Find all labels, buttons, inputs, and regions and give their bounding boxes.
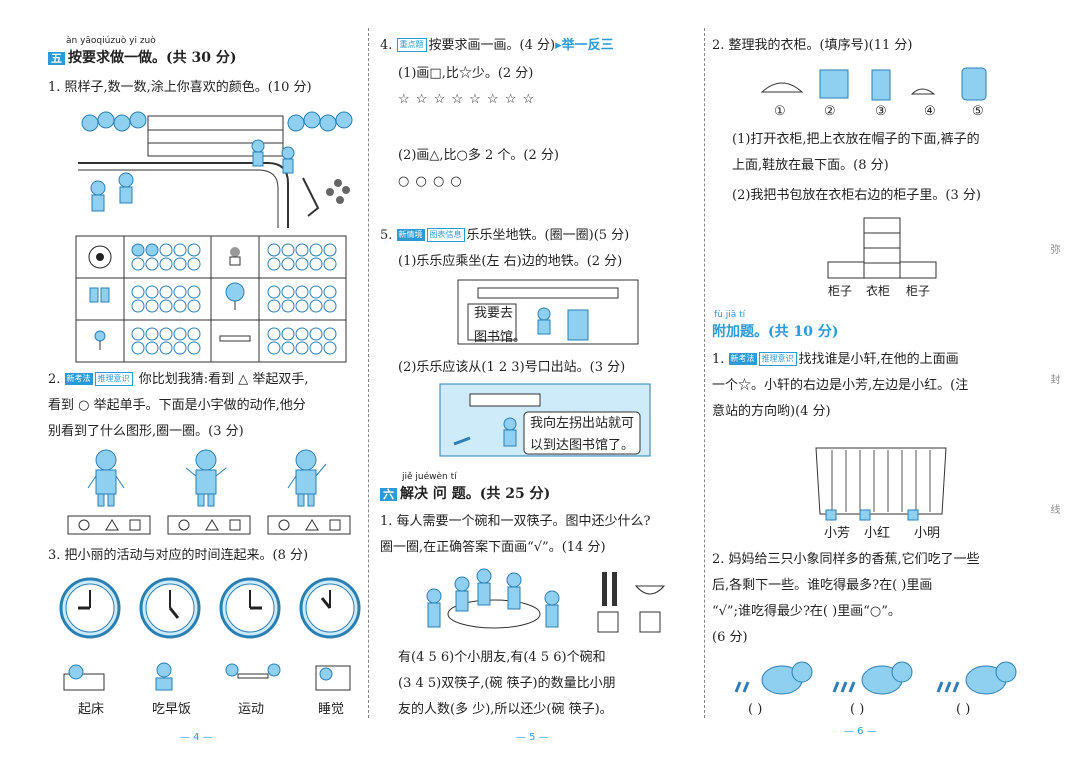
- extra-question-2-line: 后,各剩下一些。谁吃得最多?在( )里画: [712, 578, 933, 593]
- page-6: 2. 整理我的衣柜。(填序号)(11 分) ① ② ③ ④ ⑤ (1)打开衣柜,…: [712, 0, 1032, 764]
- question-5-2: (2)乐乐应该从(1 2 3)号口出站。(3 分): [398, 360, 626, 375]
- subway-exit-illustration: [439, 383, 651, 457]
- page-4: àn yāoqiúzuò yi zuò 五按要求做一做。(共 30 分) 1. …: [40, 0, 361, 764]
- cabinet-label: 衣柜: [866, 284, 891, 298]
- activity-label: 睡觉: [318, 702, 345, 717]
- item-number: ①: [774, 104, 786, 119]
- item-number: ⑤: [972, 104, 984, 119]
- margin-mark: 线: [1048, 504, 1059, 514]
- question-2-2: (2)我把书包放在衣柜右边的柜子里。(3 分): [732, 188, 981, 203]
- section-heading: 五按要求做一做。(共 30 分): [48, 50, 236, 67]
- problem-1-line: (3 4 5)双筷子,(碗 筷子)的数量比小朋: [398, 676, 616, 691]
- cabinet-label: 柜子: [828, 284, 853, 298]
- question-3: 3. 把小丽的活动与对应的时间连起来。(8 分): [48, 548, 309, 563]
- speech-bubble-text: 我要去: [474, 306, 514, 321]
- clock-icon: [299, 577, 361, 639]
- section-number: 五: [48, 52, 65, 66]
- problem-1-line: 1. 每人需要一个碗和一双筷子。图中还少什么?: [380, 514, 651, 529]
- extra-question-2-line: “√”;谁吃得最少?在( )里画“○”。: [712, 604, 901, 619]
- boy-gestures-illustration: [67, 449, 351, 535]
- extra-question-1: 1. 新考法推理意识找找谁是小轩,在他的上面画: [712, 352, 959, 367]
- badge: 新考法: [64, 373, 93, 385]
- clock-icon: [139, 577, 201, 639]
- page-divider: [368, 28, 369, 718]
- question-2-1: (1)打开衣柜,把上衣放在帽子的下面,裤子的: [732, 132, 980, 147]
- circles-row: ○ ○ ○ ○: [398, 174, 463, 189]
- extra-question-2-line: 2. 妈妈给三只小象同样多的香蕉,它们吃了一些: [712, 552, 980, 567]
- child-name: 小明: [914, 526, 941, 541]
- badge: 新情境: [396, 229, 425, 241]
- answer-paren[interactable]: ( ): [956, 702, 971, 717]
- activity-label: 吃早饭: [152, 702, 192, 717]
- school-scene-illustration: [78, 111, 353, 228]
- extra-question-2-line: (6 分): [712, 630, 748, 645]
- section-heading: 六解决 问 题。(共 25 分): [380, 486, 550, 503]
- subway-platform-illustration: [457, 279, 639, 345]
- section-title: 按要求做一做。(共 30 分): [68, 50, 237, 66]
- child-name: 小红: [864, 526, 891, 541]
- answer-paren[interactable]: ( ): [850, 702, 865, 717]
- question-4: 4. 重点题按要求画一画。(4 分)▸举一反三: [380, 38, 614, 53]
- activity-illustrations: [63, 662, 351, 691]
- badge: 图表信息: [426, 228, 465, 242]
- wardrobe-diagram: [827, 217, 937, 279]
- extra-question-1-line: 一个☆。小轩的右边是小芳,左边是小红。(注: [712, 378, 969, 393]
- badge: 新考法: [728, 353, 757, 365]
- problem-1-line: 有(4 5 6)个小朋友,有(4 5 6)个碗和: [398, 650, 606, 665]
- question-2-1: 上面,鞋放在最下面。(8 分): [732, 158, 889, 173]
- badge: 重点题: [396, 38, 427, 52]
- page-5: 4. 重点题按要求画一画。(4 分)▸举一反三 (1)画□,比☆少。(2 分) …: [380, 0, 696, 764]
- speech-bubble-text: 以到达图书馆了。: [530, 438, 635, 453]
- margin-mark: 弥: [1048, 244, 1059, 254]
- page-number: — 5 —: [516, 732, 549, 743]
- question-2-line: 看到 ○ 举起单手。下面是小宇做的动作,他分: [48, 398, 306, 413]
- question-4-2: (2)画△,比○多 2 个。(2 分): [398, 148, 559, 163]
- problem-1-line: 友的人数(多 少),所以还少(碗 筷子)。: [398, 702, 613, 717]
- page-number: — 6 —: [844, 726, 877, 737]
- pinyin: àn yāoqiúzuò yi zuò: [66, 36, 156, 46]
- page-number: — 4 —: [180, 732, 213, 743]
- child-name: 小芳: [824, 526, 851, 541]
- section-title: 解决 问 题。(共 25 分): [400, 486, 551, 502]
- item-number: ③: [875, 104, 887, 119]
- activity-label: 起床: [78, 702, 105, 717]
- practice-tag: ▸举一反三: [555, 38, 614, 53]
- elephants-bananas-illustration: [734, 661, 1017, 695]
- pinyin: jiě juéwèn tí: [402, 472, 457, 482]
- section-number: 六: [380, 488, 397, 502]
- pinyin: fù jiā tí: [714, 310, 746, 320]
- page-divider: [704, 28, 705, 718]
- cabinet-label: 柜子: [906, 284, 931, 298]
- extra-question-1-line: 意站的方向哟)(4 分): [712, 404, 831, 419]
- curtain-children-illustration: [815, 447, 947, 521]
- badge: 推理意识: [94, 372, 133, 386]
- item-number: ②: [824, 104, 836, 119]
- question-1: 1. 照样子,数一数,涂上你喜欢的颜色。(10 分): [48, 80, 312, 95]
- speech-bubble-text: 我向左拐出站就可: [530, 416, 635, 431]
- question-5: 5. 新情境图表信息乐乐坐地铁。(圈一圈)(5 分): [380, 228, 630, 243]
- problem-1-line: 圈一圈,在正确答案下面画“√”。(14 分): [380, 540, 606, 555]
- question-4-1: (1)画□,比☆少。(2 分): [398, 66, 534, 81]
- clock-icon: [59, 577, 121, 639]
- answer-paren[interactable]: ( ): [748, 702, 763, 717]
- stars-row: ☆ ☆ ☆ ☆ ☆ ☆ ☆ ☆: [398, 92, 536, 107]
- children-table-illustration: [426, 568, 666, 633]
- question-2: 2. 新考法推理意识 你比划我猜:看到 △ 举起双手,: [48, 372, 309, 387]
- item-number: ④: [924, 104, 936, 119]
- question-5-1: (1)乐乐应乘坐(左 右)边的地铁。(2 分): [398, 254, 623, 269]
- question-2: 2. 整理我的衣柜。(填序号)(11 分): [712, 38, 913, 53]
- question-2-line: 别看到了什么图形,圈一圈。(3 分): [48, 424, 244, 439]
- extra-section-title: 附加题。(共 10 分): [712, 324, 839, 340]
- clothing-items-illustration: [760, 67, 987, 101]
- speech-bubble-text: 图书馆。: [474, 330, 527, 345]
- badge: 推理意识: [758, 352, 797, 366]
- counting-table: [75, 235, 347, 363]
- clocks: [59, 577, 361, 639]
- clock-icon: [219, 577, 281, 639]
- activity-label: 运动: [238, 702, 265, 717]
- margin-mark: 封: [1048, 374, 1059, 384]
